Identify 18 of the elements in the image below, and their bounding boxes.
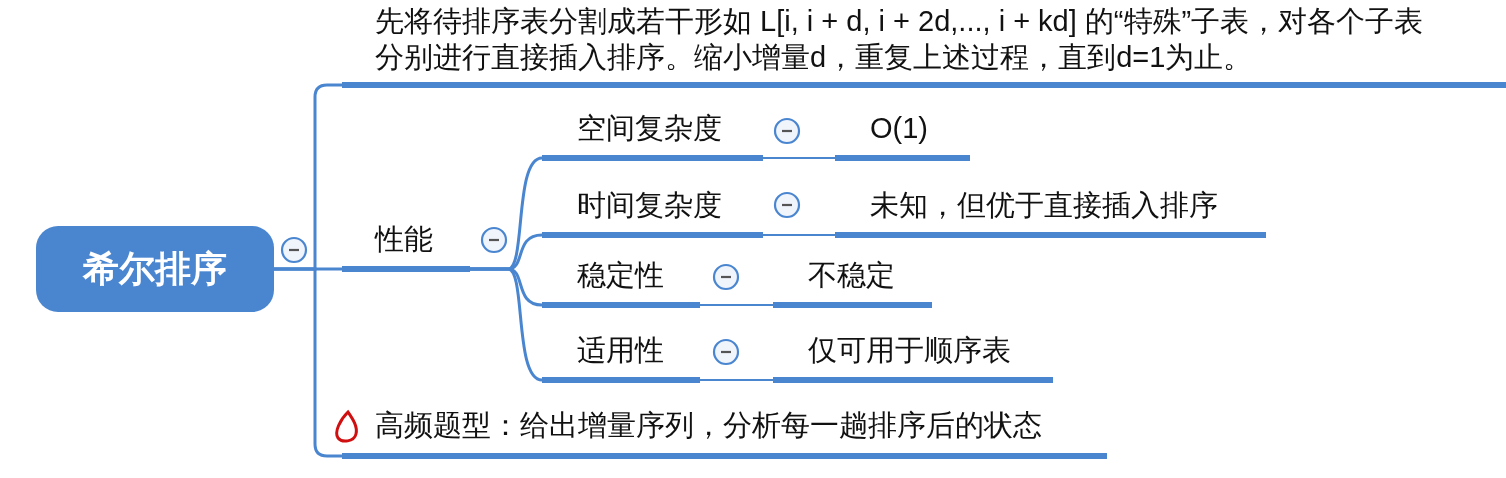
connector-line (699, 379, 774, 381)
connector-line (762, 234, 836, 236)
connector-line (470, 267, 543, 382)
branch-topic: 先将待排序表分割成若干形如 L[i, i + d, i + 2d,..., i + kd] 的“特殊”子表，对各个子表分别进行直接插入排序。缩小增量d，重复上述过程，直到d=1为止。 (342, 0, 1506, 88)
branch-topic: 时间复杂度 (542, 182, 763, 238)
branch-topic: 稳定性 (542, 252, 700, 308)
branch-topic: 未知，但优于直接插入排序 (835, 182, 1266, 238)
branch-topic: 不稳定 (773, 252, 932, 308)
connector-line (699, 304, 774, 306)
central-topic-box: 希尔排序 (36, 226, 274, 312)
connector-line (762, 157, 836, 159)
branch-topic: 空间复杂度 (542, 105, 763, 161)
branch-topic: 适用性 (542, 327, 700, 383)
branch-topic: 高频题型：给出增量序列，分析每一趟排序后的状态 (342, 400, 1107, 459)
branch-topic: 仅可用于顺序表 (773, 327, 1053, 383)
connector-line (274, 267, 342, 458)
branch-topic: O(1) (835, 105, 970, 161)
branch-topic: 性能 (342, 215, 470, 272)
